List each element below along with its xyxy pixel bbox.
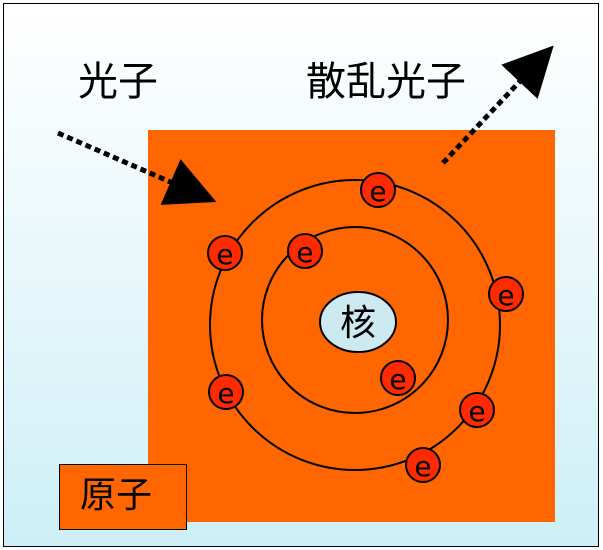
photon-label: 光子	[78, 59, 158, 105]
electron: e	[488, 276, 524, 312]
electron-label: e	[217, 377, 234, 410]
electron-label: e	[389, 363, 406, 396]
electron: e	[405, 447, 441, 483]
atom-label: 原子	[80, 475, 153, 516]
electron-label: e	[216, 238, 233, 271]
outer-orbit	[209, 179, 501, 471]
electron: e	[287, 233, 323, 269]
electron-label: e	[468, 395, 485, 428]
electron-label: e	[414, 450, 431, 483]
nucleus-label: 核	[339, 303, 376, 344]
electron: e	[459, 392, 495, 428]
inner-orbit	[261, 226, 449, 414]
electron: e	[207, 235, 243, 271]
electron: e	[208, 374, 244, 410]
electron-label: e	[369, 175, 386, 208]
electron: e	[360, 172, 396, 208]
electron-group: e e e e e e e	[207, 172, 524, 483]
electron-label: e	[296, 236, 313, 269]
scattered-photon-label: 散乱光子	[306, 59, 466, 105]
scattered-photon-arrow	[441, 45, 554, 165]
electron-label: e	[497, 279, 514, 312]
electron: e	[380, 360, 416, 396]
atom-label-box	[59, 464, 187, 530]
incoming-photon-arrow	[57, 130, 217, 205]
nucleus	[319, 291, 397, 353]
